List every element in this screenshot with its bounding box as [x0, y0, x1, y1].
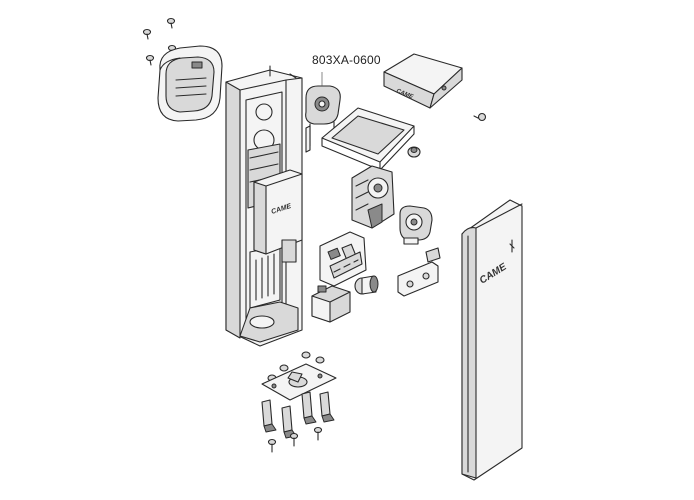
anchor-bolts: [261, 391, 335, 439]
gearbox: [351, 165, 395, 229]
base-screw-3: [313, 426, 323, 441]
part-number-callout: 803XA-0600: [312, 53, 381, 67]
base-screw-2: [289, 432, 299, 447]
release-knob: [407, 146, 421, 158]
side-screw: [473, 112, 487, 122]
limit-switch-bracket: [397, 247, 441, 297]
base-plate-assembly: [261, 351, 337, 401]
transformer: [311, 285, 351, 323]
control-enclosure: CAME: [253, 169, 303, 263]
screw-4: [145, 54, 155, 66]
electronic-board: [319, 231, 367, 287]
base-screw-1: [267, 438, 277, 453]
screw-1: [166, 17, 176, 29]
front-cover-panel: CAME: [461, 199, 523, 481]
anchor-1: [261, 399, 277, 433]
top-cover-box: CAME: [383, 53, 463, 109]
tray-frame: [321, 107, 415, 171]
capacitor: [354, 275, 379, 295]
base-screws: [267, 426, 323, 453]
end-cap-housing: [157, 45, 223, 122]
anchor-4: [319, 391, 335, 423]
rotary-unit: [399, 205, 433, 245]
base-nut-1: [301, 351, 311, 359]
anchor-3: [301, 391, 317, 425]
main-housing: [225, 65, 303, 347]
anchor-2: [281, 405, 297, 439]
base-nut-3: [279, 364, 289, 372]
base-nut-2: [315, 356, 325, 364]
screw-2: [142, 28, 152, 40]
motor-assembly-803xa-0600: [305, 72, 341, 153]
